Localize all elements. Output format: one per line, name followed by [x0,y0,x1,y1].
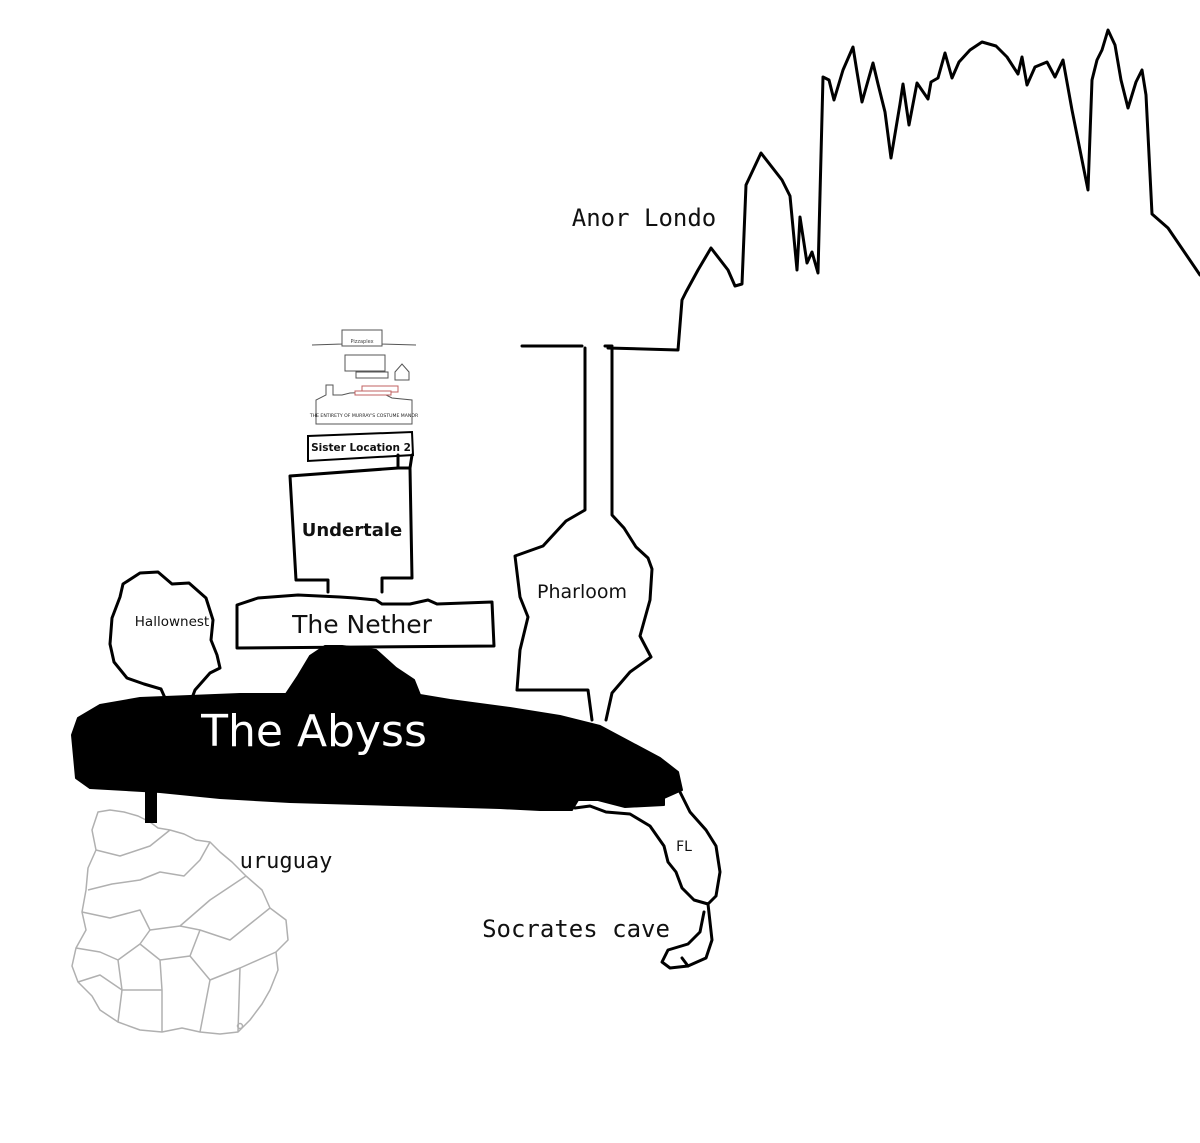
socrates-cave-label: Socrates cave [482,915,670,943]
hallownest-label: Hallownest [135,614,209,630]
pharloom-label: Pharloom [537,581,627,603]
anor-londo-castle [606,28,1200,352]
miniature-map-sketch [311,329,417,425]
nether-box [235,593,496,650]
undertale-label: Undertale [302,520,403,541]
hallownest-region [108,570,222,700]
florida-region [573,790,722,970]
uruguay-map [71,809,289,1035]
pharloom-region [513,344,654,722]
pizzaplex-label: Pizzaplex [350,339,373,345]
florida-label: FL [676,839,692,855]
abyss-label: The Abyss [200,706,427,757]
costume-manor-label: THE ENTIRETY OF MURRAY'S COSTUME MANOR [309,413,419,419]
nether-label: The Nether [291,610,433,639]
undertale-box [288,453,414,594]
sister-location-label: Sister Location 2 [311,442,411,454]
anor-londo-label: Anor Londo [572,204,717,232]
uruguay-label: uruguay [240,849,333,874]
abyss-region [71,645,683,823]
